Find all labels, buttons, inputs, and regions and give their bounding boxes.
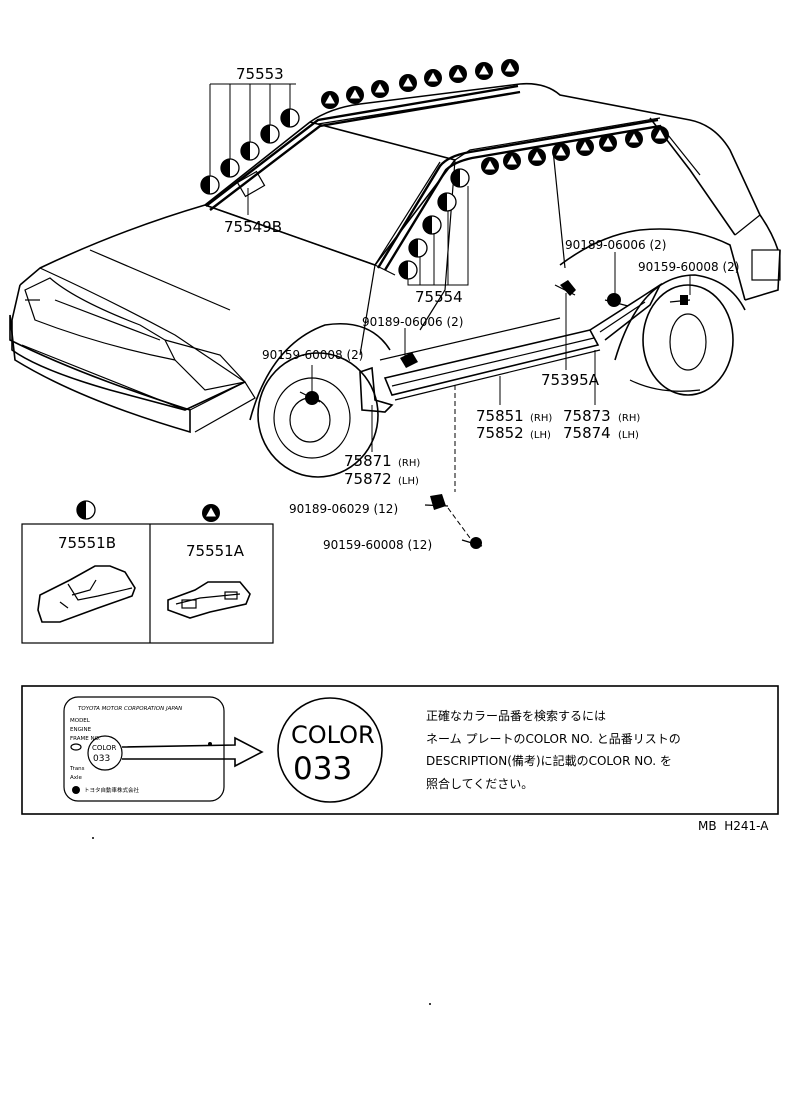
label-75874-side: (LH) bbox=[618, 430, 639, 441]
label-75871: 75871 bbox=[344, 452, 392, 470]
plate-maker: TOYOTA MOTOR CORPORATION JAPAN bbox=[78, 706, 182, 712]
label-90159-60008-front: 90159-60008 (2) bbox=[262, 348, 364, 362]
label-90159-60008-rear: 90159-60008 (2) bbox=[638, 260, 740, 274]
label-75851-side: (RH) bbox=[530, 413, 552, 424]
label-75549b: 75549B bbox=[224, 218, 282, 236]
color-badge-code: 033 bbox=[293, 751, 352, 787]
label-75554: 75554 bbox=[415, 288, 463, 306]
label-75871-side: (RH) bbox=[398, 458, 420, 469]
fastener-parts bbox=[299, 280, 691, 549]
triangle-circle-icon bbox=[202, 504, 220, 522]
plate-model: MODEL bbox=[70, 718, 91, 724]
label-75873: 75873 bbox=[563, 407, 611, 425]
plate-color-code: 033 bbox=[93, 754, 110, 764]
label-75874: 75874 bbox=[563, 424, 611, 442]
half-circle-icon bbox=[76, 500, 96, 520]
label-75872: 75872 bbox=[344, 470, 392, 488]
plate-axle: Axle bbox=[70, 775, 83, 781]
label-75551b: 75551B bbox=[58, 534, 116, 552]
instruction-line-1: 正確なカラー品番を検索するには bbox=[426, 708, 606, 723]
label-75551a: 75551A bbox=[186, 542, 245, 560]
plate-engine: ENGINE bbox=[70, 727, 92, 733]
clip-75551b-drawing bbox=[37, 565, 136, 623]
leader-lines bbox=[209, 83, 691, 539]
label-75851: 75851 bbox=[476, 407, 524, 425]
color-badge-label: COLOR bbox=[291, 721, 375, 749]
plate-color-label: COLOR bbox=[92, 744, 117, 752]
clip-legend: 75551B 75551A bbox=[21, 500, 274, 644]
label-90189-06029: 90189-06029 (12) bbox=[289, 502, 398, 516]
roof-moulding bbox=[205, 84, 521, 211]
label-75553: 75553 bbox=[236, 65, 284, 83]
side-moulding bbox=[376, 118, 661, 271]
instruction-line-4: 照合してください。 bbox=[426, 776, 533, 791]
color-note-box: TOYOTA MOTOR CORPORATION JAPAN MODEL ENG… bbox=[21, 685, 779, 815]
label-75873-side: (RH) bbox=[618, 413, 640, 424]
arrow-icon bbox=[121, 736, 264, 768]
rocker-moulding bbox=[236, 170, 663, 413]
clip-75551a-drawing bbox=[167, 581, 251, 619]
label-75872-side: (LH) bbox=[398, 476, 419, 487]
part-labels: 75553 75549B 75554 90189-06006 (2) 90159… bbox=[224, 65, 740, 552]
label-75395a: 75395A bbox=[541, 371, 600, 389]
diagram-reference: MB H241-A bbox=[698, 819, 769, 833]
label-75852-side: (LH) bbox=[530, 430, 551, 441]
plate-trim: Trans bbox=[69, 766, 85, 772]
instruction-line-3: DESCRIPTION(備考)に記載のCOLOR NO. を bbox=[426, 753, 672, 768]
label-75852: 75852 bbox=[476, 424, 524, 442]
name-plate: TOYOTA MOTOR CORPORATION JAPAN MODEL ENG… bbox=[63, 696, 225, 802]
color-badge: COLOR 033 bbox=[277, 697, 383, 803]
instruction-line-2: ネーム プレートのCOLOR NO. と品番リストの bbox=[426, 732, 681, 746]
label-90189-06006-rear: 90189-06006 (2) bbox=[565, 238, 667, 252]
label-90189-06006-front: 90189-06006 (2) bbox=[362, 315, 464, 329]
plate-maker-jp: トヨタ自動車株式会社 bbox=[84, 786, 140, 794]
label-90159-60008-lower: 90159-60008 (12) bbox=[323, 538, 432, 552]
plate-frame: FRAME NO. bbox=[70, 736, 101, 742]
